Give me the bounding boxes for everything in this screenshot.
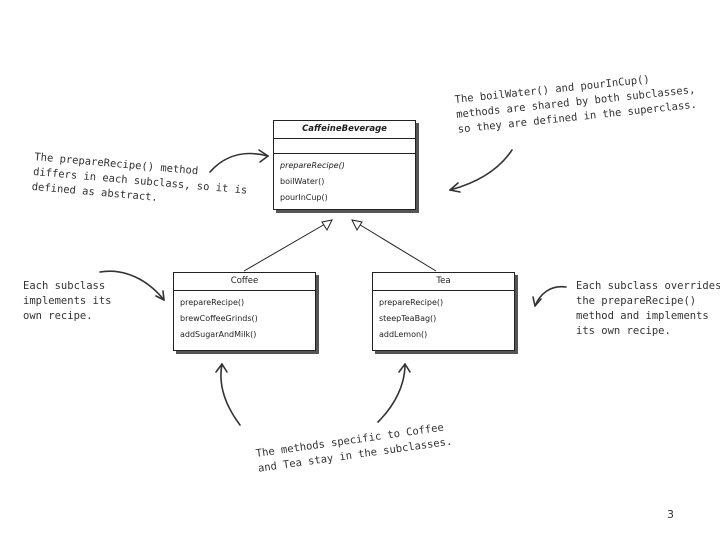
tea-class: Tea prepareRecipe() steepTeaBag() addLem… <box>372 272 515 351</box>
note-line: the prepareRecipe() <box>576 295 697 307</box>
note-line: own recipe. <box>23 310 93 322</box>
note-line: method and implements <box>576 310 709 322</box>
method-prepare-recipe: prepareRecipe() <box>180 298 245 307</box>
inheritance-line-tea <box>351 219 437 272</box>
pointer-arrowhead-overrides <box>532 296 542 307</box>
note-line: its own recipe. <box>576 325 671 337</box>
pointer-arrow-abstract <box>209 152 269 173</box>
pointer-arrowhead-specific-coffee <box>215 363 228 373</box>
class-name: CaffeineBeverage <box>274 121 415 139</box>
inheritance-line-coffee <box>243 219 333 272</box>
note-line: implements its <box>23 295 112 307</box>
method-steep-tea-bag: steepTeaBag() <box>379 314 437 323</box>
class-methods: prepareRecipe() steepTeaBag() addLemon() <box>373 291 514 347</box>
pointer-arrow-specific-tea <box>377 363 406 423</box>
coffee-class: Coffee prepareRecipe() brewCoffeeGrinds(… <box>173 272 316 351</box>
note-each-overrides: Each subclass overrides the prepareRecip… <box>576 279 720 339</box>
note-line: Each subclass overrides <box>576 280 720 292</box>
pointer-arrow-superclass <box>449 149 513 191</box>
inheritance-arrowhead-tea <box>351 219 363 232</box>
page-number: 3 <box>667 508 674 521</box>
class-attributes <box>274 139 415 154</box>
note-line: Each subclass <box>23 280 106 292</box>
method-prepare-recipe: prepareRecipe() <box>280 161 345 170</box>
method-brew-coffee-grinds: brewCoffeeGrinds() <box>180 314 258 323</box>
note-each-implements: Each subclass implements its own recipe. <box>23 279 112 324</box>
method-boil-water: boilWater() <box>280 177 325 186</box>
inheritance-arrowhead-coffee <box>321 219 333 232</box>
pointer-arrow-specific-coffee <box>220 363 241 426</box>
pointer-arrowhead-abstract <box>258 149 269 163</box>
pointer-arrowhead-specific-tea <box>398 363 411 373</box>
pointer-arrowhead-implements <box>155 290 165 301</box>
class-name: Coffee <box>174 273 315 291</box>
pointer-arrow-implements <box>99 270 165 301</box>
method-add-lemon: addLemon() <box>379 330 428 339</box>
method-pour-in-cup: pourInCup() <box>280 193 328 202</box>
pointer-arrow-overrides <box>534 285 567 307</box>
method-add-sugar-and-milk: addSugarAndMilk() <box>180 330 257 339</box>
method-prepare-recipe: prepareRecipe() <box>379 298 444 307</box>
caffeine-beverage-class: CaffeineBeverage prepareRecipe() boilWat… <box>273 120 416 210</box>
class-methods: prepareRecipe() boilWater() pourInCup() <box>274 154 415 210</box>
class-methods: prepareRecipe() brewCoffeeGrinds() addSu… <box>174 291 315 347</box>
pointer-arrowhead-superclass <box>449 182 461 193</box>
class-name: Tea <box>373 273 514 291</box>
